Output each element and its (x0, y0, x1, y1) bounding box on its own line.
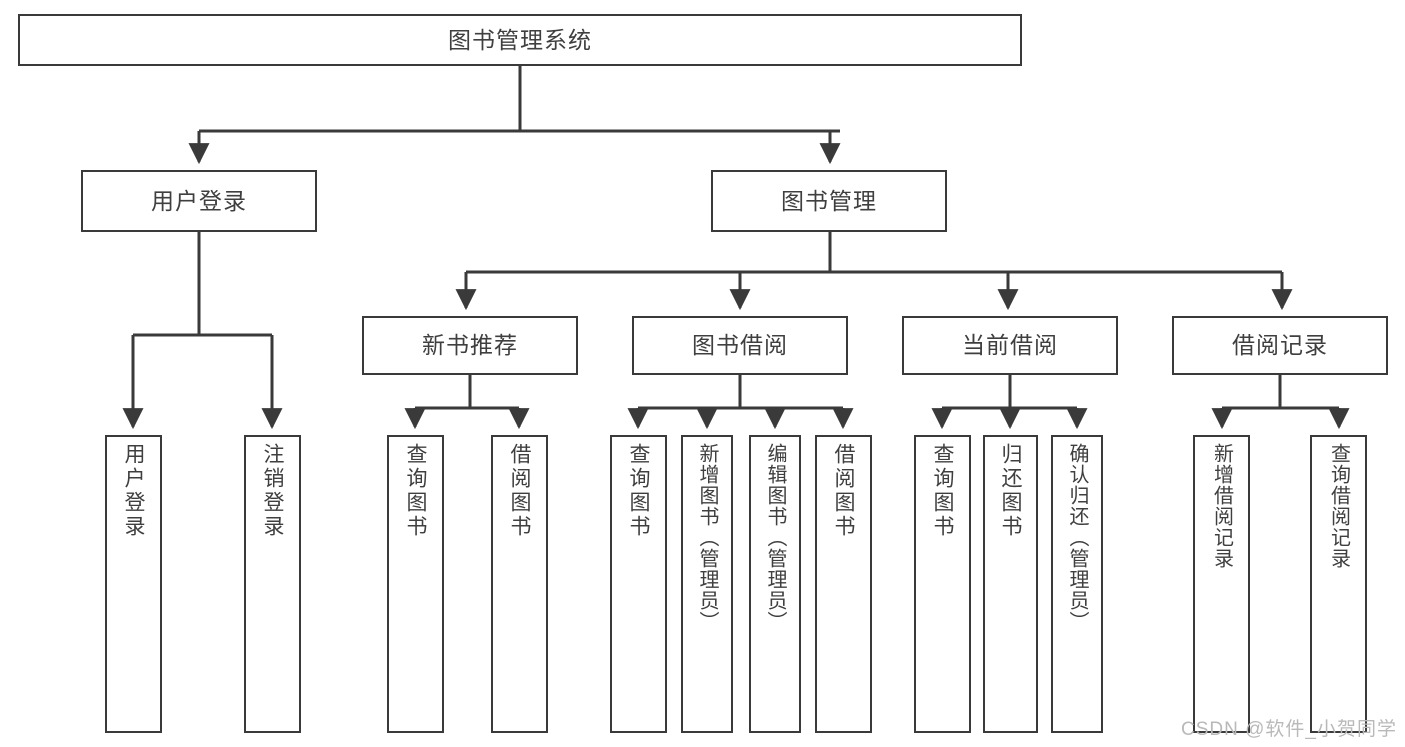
node-label: 查询借阅记录 (1327, 443, 1350, 569)
node-label: 新书推荐 (422, 332, 518, 359)
node-label: 借阅图书 (508, 443, 531, 539)
node-label: 编辑图书（管理员） (764, 443, 786, 632)
node-user-login[interactable]: 用户登录 (81, 170, 317, 232)
node-label: 图书管理系统 (448, 26, 592, 53)
node-label: 当前借阅 (962, 332, 1058, 359)
node-label: 图书管理 (781, 187, 877, 214)
node-label: 查询图书 (627, 443, 650, 539)
leaf-user-login-logout[interactable]: 注销登录 (244, 435, 301, 733)
leaf-book-borrow-borrow[interactable]: 借阅图书 (815, 435, 872, 733)
node-label: 新增借阅记录 (1210, 443, 1233, 569)
leaf-current-borrow-return[interactable]: 归还图书 (983, 435, 1038, 733)
node-label: 用户登录 (122, 443, 145, 539)
node-label: 用户登录 (151, 187, 247, 214)
leaf-new-book-query[interactable]: 查询图书 (387, 435, 444, 733)
node-label: 查询图书 (931, 443, 954, 539)
leaf-borrow-record-add[interactable]: 新增借阅记录 (1193, 435, 1250, 733)
node-label: 归还图书 (999, 443, 1022, 539)
node-current-borrow[interactable]: 当前借阅 (902, 316, 1118, 375)
node-label: 新增图书（管理员） (696, 443, 718, 632)
node-borrow-record[interactable]: 借阅记录 (1172, 316, 1388, 375)
node-label: 查询图书 (404, 443, 427, 539)
leaf-book-borrow-edit-admin[interactable]: 编辑图书（管理员） (749, 435, 801, 733)
leaf-current-borrow-query[interactable]: 查询图书 (914, 435, 971, 733)
leaf-current-borrow-confirm-admin[interactable]: 确认归还（管理员） (1051, 435, 1103, 733)
node-new-book-recommend[interactable]: 新书推荐 (362, 316, 578, 375)
leaf-borrow-record-query[interactable]: 查询借阅记录 (1310, 435, 1367, 733)
node-book-management[interactable]: 图书管理 (711, 170, 947, 232)
node-label: 借阅记录 (1232, 332, 1328, 359)
leaf-new-book-borrow[interactable]: 借阅图书 (491, 435, 548, 733)
node-book-borrow[interactable]: 图书借阅 (632, 316, 848, 375)
node-label: 确认归还（管理员） (1066, 443, 1088, 632)
leaf-book-borrow-query[interactable]: 查询图书 (610, 435, 667, 733)
node-label: 注销登录 (261, 443, 284, 539)
leaf-user-login-login[interactable]: 用户登录 (105, 435, 162, 733)
node-root-library-system[interactable]: 图书管理系统 (18, 14, 1022, 66)
leaf-book-borrow-add-admin[interactable]: 新增图书（管理员） (681, 435, 733, 733)
node-label: 借阅图书 (832, 443, 855, 539)
node-label: 图书借阅 (692, 332, 788, 359)
watermark-text: CSDN @软件_小贺同学 (1181, 719, 1397, 740)
